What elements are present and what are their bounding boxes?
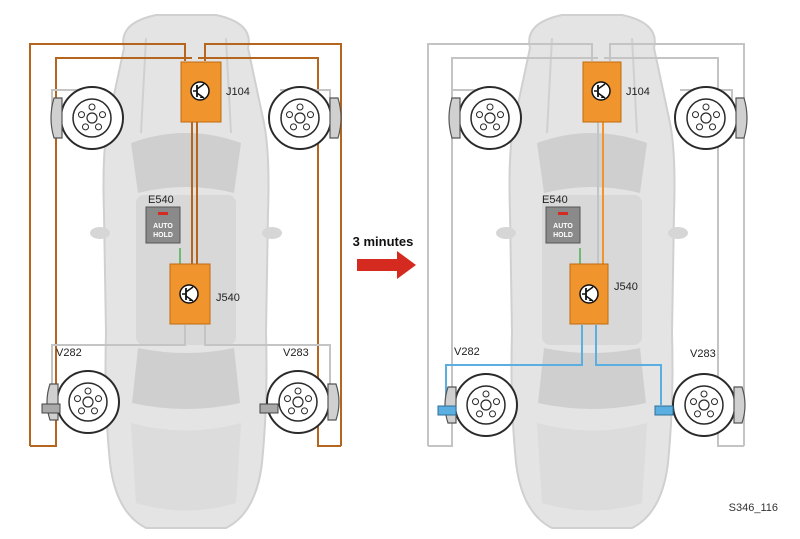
caliper-rear-right — [733, 386, 746, 424]
label-j104: J104 — [226, 86, 250, 98]
wiring-inactive — [427, 43, 745, 447]
caliper-rear-left — [46, 383, 59, 421]
caliper-rear-right — [327, 383, 340, 421]
label-v282: V282 — [56, 347, 82, 359]
button-text-hold: HOLD — [553, 232, 573, 239]
motor-left — [437, 405, 457, 416]
disc-front-left — [60, 86, 124, 150]
button-led — [158, 212, 168, 215]
label-j540: J540 — [614, 281, 638, 293]
button-text-auto: AUTO — [553, 223, 573, 230]
disc-front-right — [674, 86, 738, 150]
button-led — [558, 212, 568, 215]
transistor-icon — [591, 81, 611, 101]
label-e540: E540 — [148, 194, 174, 206]
label-e540: E540 — [542, 194, 568, 206]
right-arrow-icon — [357, 251, 416, 279]
label-j104: J104 — [626, 86, 650, 98]
right-panel: J104 E540 AUTO HOLD J540 V282 V283 — [427, 14, 748, 529]
figure-id: S346_116 — [729, 502, 778, 514]
left-panel: J104 E540 AUTO HOLD J540 V282 V283 — [29, 14, 342, 529]
disc-rear-right — [266, 370, 330, 434]
motor-right — [259, 403, 279, 414]
disc-rear-left — [56, 370, 120, 434]
disc-rear-left — [454, 373, 518, 437]
caliper-front-left — [448, 97, 461, 139]
auto-hold-button — [145, 206, 181, 244]
transistor-icon — [179, 284, 199, 304]
label-v283: V283 — [690, 348, 716, 360]
label-v283: V283 — [283, 347, 309, 359]
wiring-active — [29, 43, 342, 447]
disc-front-left — [458, 86, 522, 150]
disc-rear-right — [672, 373, 736, 437]
transition-label: 3 minutes — [353, 234, 414, 249]
caliper-front-left — [50, 97, 63, 139]
caliper-front-right — [735, 97, 748, 139]
disc-front-right — [268, 86, 332, 150]
motor-left — [41, 403, 61, 414]
wiring-blue — [445, 325, 662, 405]
button-text-auto: AUTO — [153, 223, 173, 230]
caliper-front-right — [329, 97, 342, 139]
transistor-icon — [190, 81, 210, 101]
caliper-rear-left — [444, 386, 457, 424]
button-text-hold: HOLD — [153, 232, 173, 239]
motor-right — [654, 405, 674, 416]
label-v282: V282 — [454, 346, 480, 358]
label-j540: J540 — [216, 292, 240, 304]
transistor-icon — [579, 284, 599, 304]
